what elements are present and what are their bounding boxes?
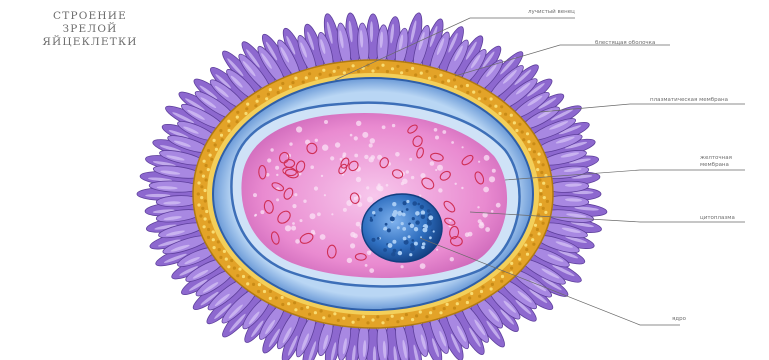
diagram-title: СТРОЕНИЕ ЗРЕЛОЙ ЯЙЦЕКЛЕТКИ — [20, 10, 160, 49]
title-line-3: ЯЙЦЕКЛЕТКИ — [20, 36, 160, 49]
title-line-1: СТРОЕНИЕ — [20, 10, 160, 23]
label-vitelline-membrane: желточная мембрана — [700, 155, 760, 169]
label-cytoplasm: цитоплазма — [700, 215, 735, 222]
label-plasma-membrane: плазматическая мембрана — [650, 97, 728, 104]
label-corona-radiata: лучистый венец — [528, 9, 575, 16]
label-nucleus: ядро — [672, 316, 686, 323]
nucleus — [362, 194, 442, 262]
title-line-2: ЗРЕЛОЙ — [20, 23, 160, 36]
label-zona-pellucida: блестящая оболочка — [595, 40, 655, 47]
